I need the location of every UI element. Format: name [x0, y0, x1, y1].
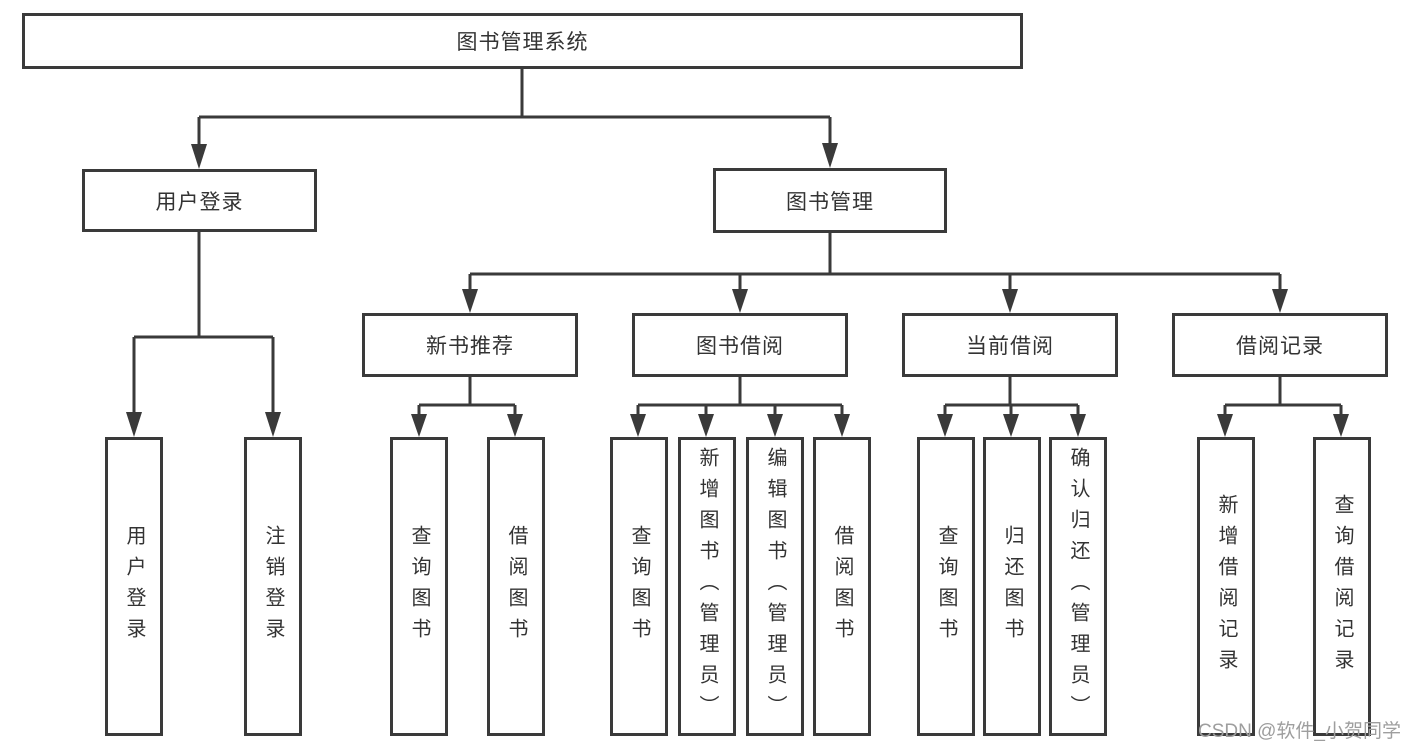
leaf-query-books-recommend: 查询图书	[390, 437, 448, 736]
connector-bookmgmt-to-modules	[468, 233, 1282, 291]
node-new-book-recommend: 新书推荐	[362, 313, 578, 377]
leaf-confirm-return-admin: 确认归还（管理员）	[1049, 437, 1107, 736]
leaf-edit-book-admin: 编辑图书（管理员）	[746, 437, 804, 736]
arrowheads	[126, 143, 1349, 437]
csdn-watermark: CSDN @软件_小贺同学	[1198, 721, 1401, 742]
node-book-borrow: 图书借阅	[632, 313, 848, 377]
leaf-user-login: 用户登录	[105, 437, 163, 736]
leaf-query-borrow-record: 查询借阅记录	[1313, 437, 1371, 736]
connector-modules-to-leaves	[417, 374, 1343, 416]
connector-root-to-branches	[197, 69, 832, 146]
leaf-return-book: 归还图书	[983, 437, 1041, 736]
node-book-management-branch: 图书管理	[713, 168, 947, 233]
leaf-add-book-admin: 新增图书（管理员）	[678, 437, 736, 736]
leaf-logout: 注销登录	[244, 437, 302, 736]
node-borrow-records: 借阅记录	[1172, 313, 1388, 377]
node-root-system: 图书管理系统	[22, 13, 1023, 69]
leaf-borrow-books: 借阅图书	[813, 437, 871, 736]
connector-userlogin-to-leaves	[132, 232, 275, 414]
leaf-query-books-current: 查询图书	[917, 437, 975, 736]
leaf-borrow-books-recommend: 借阅图书	[487, 437, 545, 736]
node-user-login-branch: 用户登录	[82, 169, 317, 232]
leaf-query-books-borrow: 查询图书	[610, 437, 668, 736]
leaf-add-borrow-record: 新增借阅记录	[1197, 437, 1255, 736]
node-current-borrow: 当前借阅	[902, 313, 1118, 377]
